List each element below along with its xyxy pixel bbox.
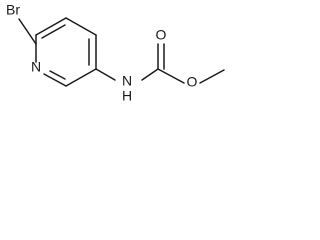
structure-diagram: Br N N H O O xyxy=(6,2,225,104)
atom-br: Br xyxy=(6,2,20,18)
bond-c2-c3 xyxy=(65,68,97,87)
bond-o-methyl xyxy=(199,69,225,84)
atom-n-amide: N xyxy=(122,73,132,89)
atom-o-ester: O xyxy=(187,74,198,90)
bond-c5-c6 xyxy=(35,17,67,36)
bond-c3-nh xyxy=(95,68,116,81)
atom-label-layer: Br N N H O O xyxy=(6,2,198,104)
atom-h-amide: H xyxy=(122,88,132,104)
atom-n-ring: N xyxy=(31,59,41,75)
bond-c-o-ester xyxy=(157,68,185,84)
bond-layer xyxy=(18,17,225,87)
bond-n1-c2 xyxy=(43,73,67,87)
bond-nh-c xyxy=(141,68,159,81)
bond-br-c6 xyxy=(18,18,37,45)
bond-c4-c5 xyxy=(65,17,97,36)
atom-o-carbonyl: O xyxy=(156,27,167,43)
bond-c5-c6-inner xyxy=(41,24,66,39)
bond-n1-c2-inner xyxy=(49,70,66,80)
